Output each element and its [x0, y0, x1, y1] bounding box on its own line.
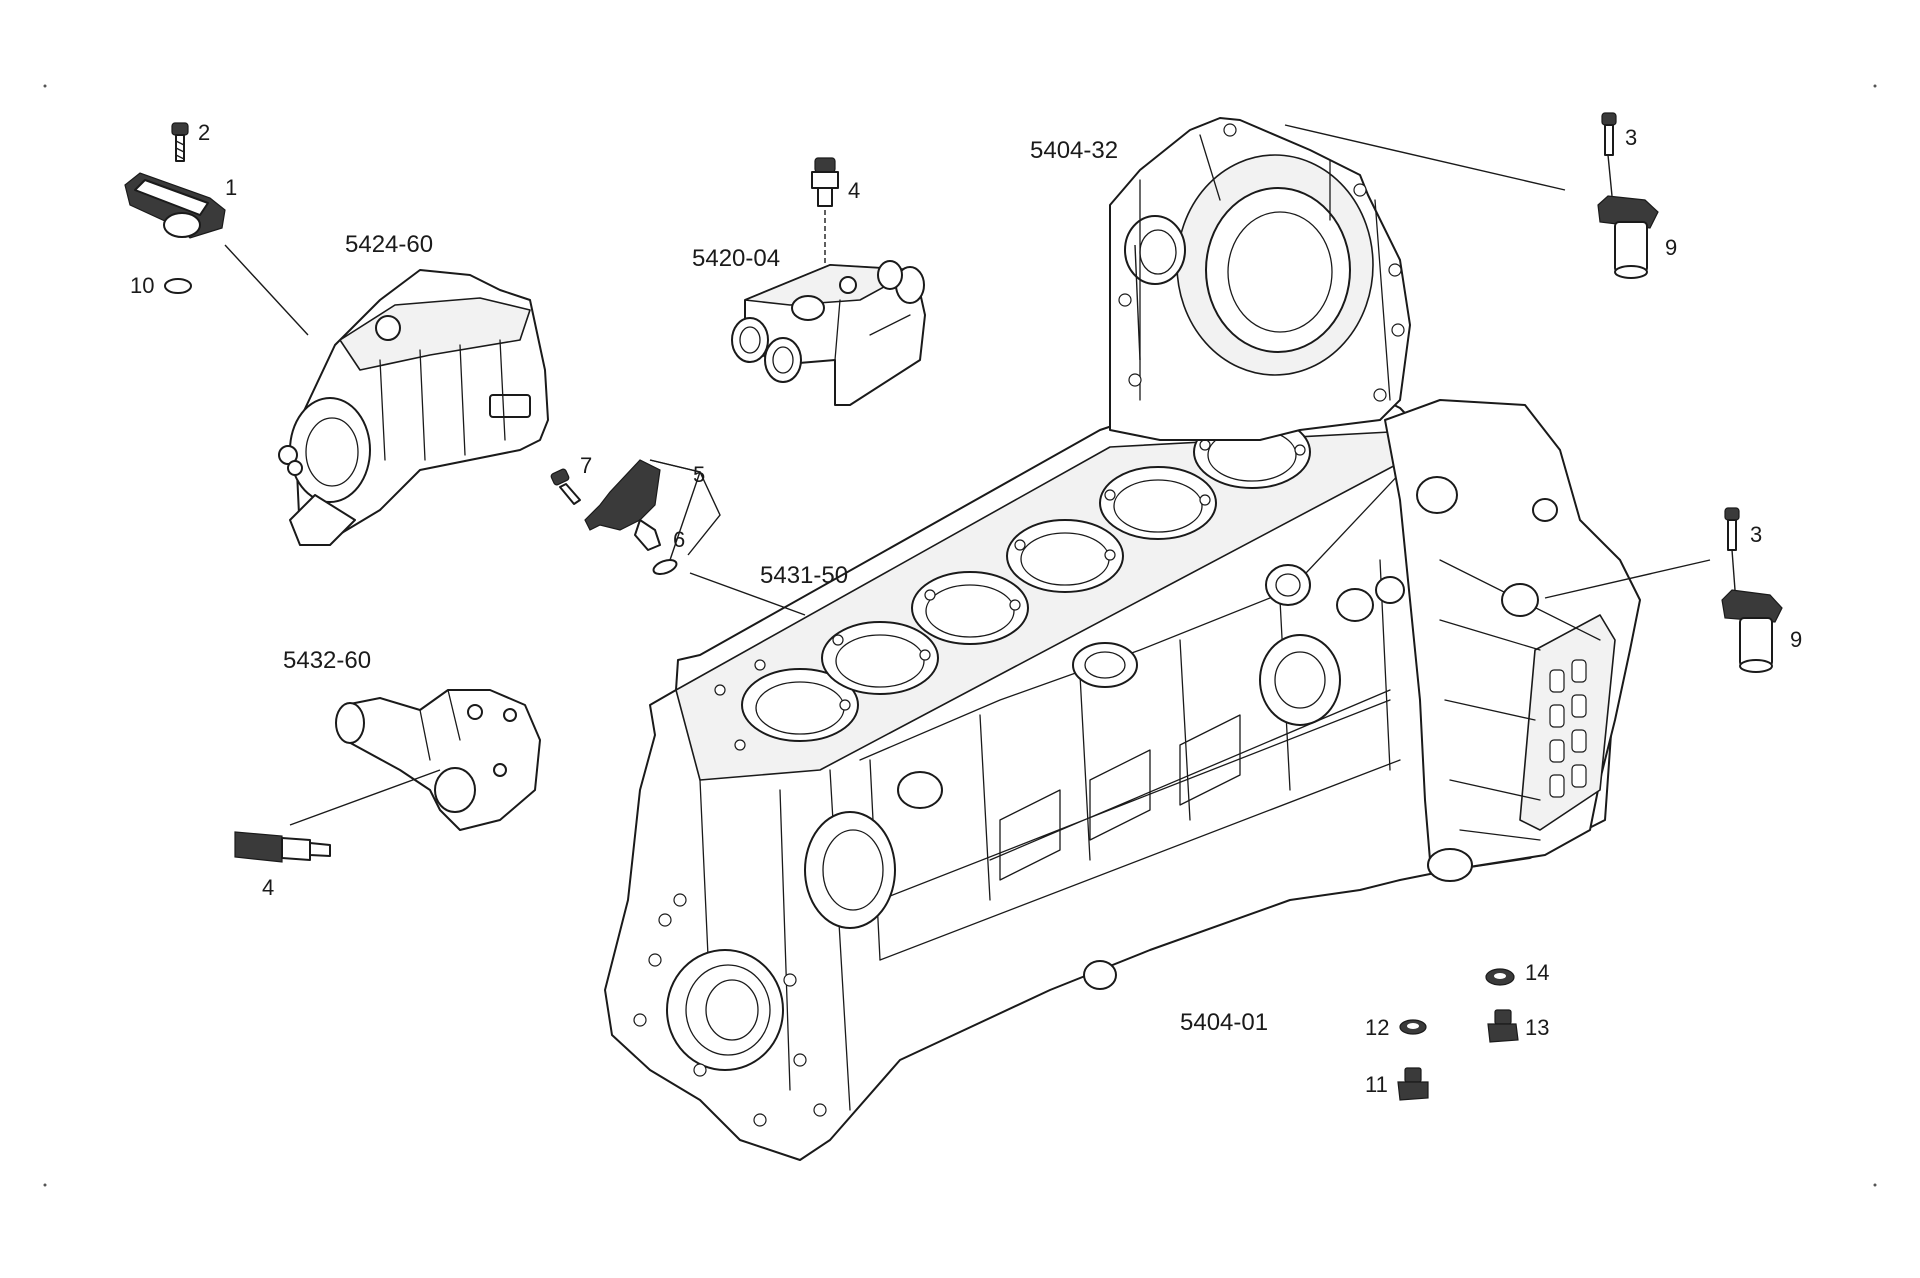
deck-bolt-holes — [714, 414, 1326, 751]
label-5404-32: 5404-32 — [1030, 137, 1118, 164]
callout-9-right: 9 — [1790, 627, 1802, 652]
callout-5: 5 — [693, 462, 705, 487]
o-ring-10 — [164, 278, 192, 294]
callout-2: 2 — [198, 120, 210, 145]
callout-7: 7 — [580, 453, 592, 478]
bolt-2 — [171, 122, 189, 162]
bolt-3-top — [1601, 112, 1617, 156]
engine-block — [604, 394, 1613, 1161]
label-5420-04: 5420-04 — [692, 245, 780, 272]
plug-13 — [1487, 1009, 1519, 1043]
leader-lines — [224, 124, 1736, 826]
sensor-4-top — [811, 157, 839, 207]
callout-14: 14 — [1525, 960, 1549, 985]
washer-12 — [1399, 1019, 1427, 1035]
callout-11: 11 — [1365, 1072, 1388, 1097]
speed-sensor-9-right — [1721, 589, 1783, 673]
housing-bolts — [1118, 123, 1405, 402]
callout-13: 13 — [1525, 1015, 1549, 1040]
sensor-1 — [124, 172, 226, 239]
label-5404-01: 5404-01 — [1180, 1009, 1268, 1036]
callout-6: 6 — [673, 527, 685, 552]
label-5424-60: 5424-60 — [345, 231, 433, 258]
callout-numbers: 1 2 3 3 4 4 5 6 7 9 9 10 11 12 13 14 — [130, 120, 1802, 1097]
washer-14 — [1485, 968, 1515, 986]
assembly-labels: 5424-60 5420-04 5404-32 5431-50 5432-60 … — [283, 137, 1268, 1036]
label-5431-50: 5431-50 — [760, 562, 848, 589]
callout-3-top: 3 — [1625, 125, 1637, 150]
sensor-4-left — [234, 831, 331, 863]
plug-11 — [1397, 1067, 1429, 1101]
corner-marks — [43, 84, 1877, 1187]
callout-12: 12 — [1365, 1015, 1389, 1040]
callout-1: 1 — [225, 175, 237, 200]
bolt-3-right — [1724, 507, 1740, 551]
part-5424-60 — [278, 269, 549, 546]
part-5420-04 — [731, 260, 926, 406]
part-5432-60 — [335, 689, 541, 831]
front-face-bolts — [633, 893, 827, 1127]
label-5432-60: 5432-60 — [283, 647, 371, 674]
callout-10: 10 — [130, 273, 154, 298]
bolt-7 — [550, 468, 581, 505]
flywheel-housing — [1109, 117, 1411, 441]
callout-9-top: 9 — [1665, 235, 1677, 260]
callout-4-top: 4 — [848, 178, 860, 203]
callout-4-left: 4 — [262, 875, 274, 900]
gear-housing-windows — [1549, 659, 1587, 798]
o-ring-6 — [652, 559, 678, 575]
speed-sensor-9-top — [1597, 195, 1659, 279]
sensor-5 — [584, 459, 661, 551]
callout-3-right: 3 — [1750, 522, 1762, 547]
gear-housing — [1384, 399, 1641, 882]
